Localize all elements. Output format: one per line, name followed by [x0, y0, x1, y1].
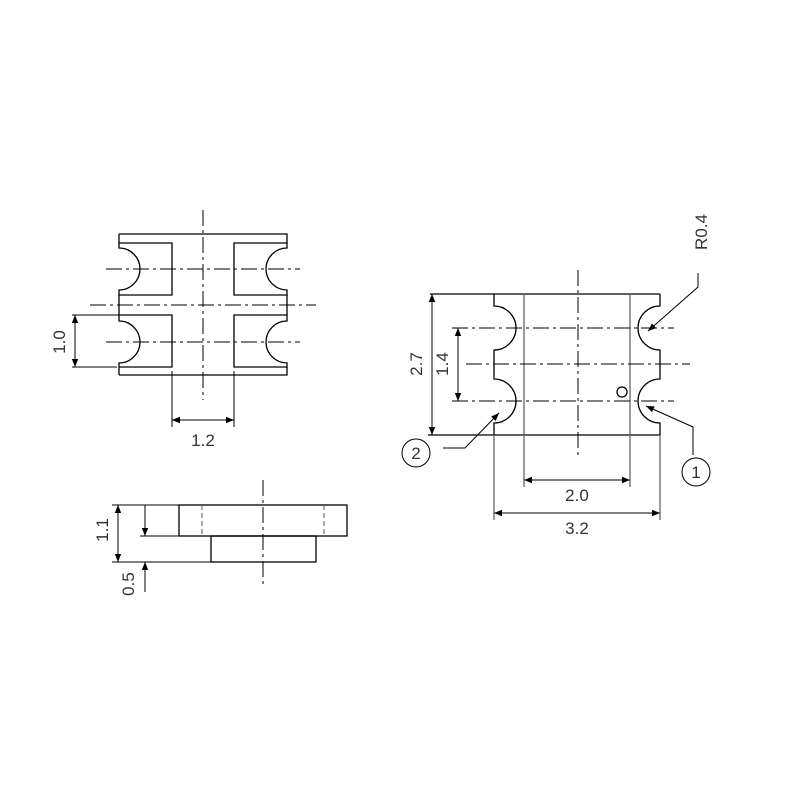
- pad-right-lower: [233, 314, 288, 368]
- top-view-outline: [118, 233, 288, 243]
- side-view: 1.1 0.5: [93, 480, 348, 596]
- dim-text-width: 3.2: [565, 519, 589, 538]
- pin1-callout: [681, 457, 711, 487]
- pin2-label: 2: [411, 444, 420, 463]
- dim-text-pitch: 1.4: [433, 352, 452, 376]
- pin2-callout: [401, 438, 431, 468]
- dim-text-height: 1.1: [93, 518, 112, 542]
- pin1-leader: [645, 405, 694, 455]
- pad-right-upper: [233, 242, 288, 296]
- pad-left-upper: [118, 242, 173, 296]
- pin2-leader: [443, 412, 500, 449]
- radius-leader: [647, 273, 699, 332]
- pin1-label: 1: [691, 463, 700, 482]
- top-view: 1.0 1.2: [50, 210, 316, 450]
- dim-text-height: 2.7: [407, 352, 426, 376]
- dim-text-gap: 1.2: [191, 431, 215, 450]
- polarity-mark: [616, 386, 628, 398]
- dim-text-pitch: 1.0: [50, 330, 69, 354]
- dim-text-radius: R0.4: [692, 214, 711, 250]
- dim-text-inner-width: 2.0: [565, 486, 589, 505]
- pad-left-lower: [118, 314, 173, 368]
- dim-text-standoff: 0.5: [119, 572, 138, 596]
- bottom-view: 2.7 1.4 2.0 3.2 R0.4 1 2: [401, 214, 711, 538]
